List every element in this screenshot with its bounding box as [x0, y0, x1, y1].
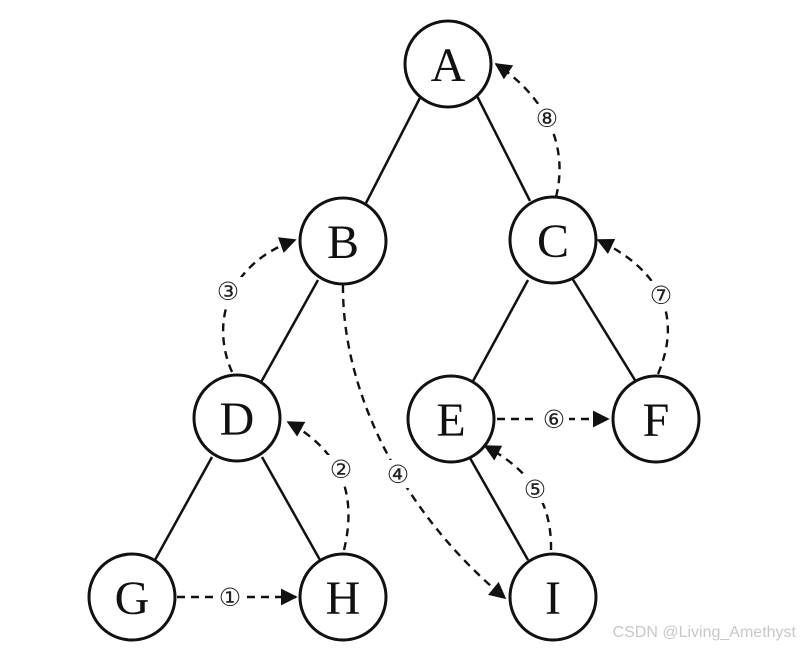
- node-a-label: A: [431, 39, 466, 92]
- thread-d-to-b: [221, 237, 297, 373]
- node-e: E: [406, 374, 496, 464]
- step-label-2: ②: [326, 455, 356, 484]
- step-label-5: ⑤: [520, 475, 550, 504]
- node-i-label: I: [545, 572, 561, 625]
- node-f-label: F: [643, 394, 670, 447]
- step-label-1: ①: [215, 583, 245, 612]
- node-c: C: [508, 195, 598, 285]
- edge-e-i: [468, 457, 530, 561]
- thread-i-to-e: [483, 444, 553, 551]
- node-g-label: G: [115, 572, 150, 625]
- thread-step-labels: ① ② ③ ④ ⑤ ⑥ ⑦ ⑧: [213, 104, 676, 612]
- node-b-label: B: [327, 216, 359, 269]
- thread-arrows: [177, 63, 670, 606]
- step-3-text: ③: [217, 277, 239, 306]
- node-d-label: D: [220, 393, 255, 446]
- step-label-8: ⑧: [532, 104, 562, 133]
- thread-b-to-i: [341, 284, 507, 600]
- step-5-text: ⑤: [524, 475, 546, 504]
- edge-a-c: [472, 89, 532, 202]
- node-e-label: E: [436, 394, 465, 447]
- tree-edges: [153, 89, 640, 561]
- step-6-text: ⑥: [543, 405, 565, 434]
- node-i: I: [508, 552, 598, 642]
- edge-b-d: [258, 279, 320, 385]
- step-7-text: ⑦: [650, 281, 672, 310]
- step-1-text: ①: [219, 583, 241, 612]
- step-label-4: ④: [383, 460, 413, 489]
- step-label-7: ⑦: [646, 281, 676, 310]
- watermark: CSDN @Living_Amethyst: [612, 624, 796, 641]
- edge-d-g: [153, 456, 214, 561]
- node-b: B: [298, 196, 388, 286]
- node-g: G: [87, 552, 177, 642]
- node-d: D: [192, 373, 282, 463]
- edge-a-b: [364, 89, 426, 204]
- node-f: F: [611, 374, 701, 464]
- step-4-text: ④: [387, 460, 409, 489]
- node-h-label: H: [326, 572, 361, 625]
- edge-d-h: [260, 456, 322, 561]
- step-2-text: ②: [330, 455, 352, 484]
- node-h: H: [298, 552, 388, 642]
- edge-c-f: [570, 277, 640, 386]
- node-c-label: C: [537, 215, 569, 268]
- node-a: A: [403, 19, 493, 109]
- tree-nodes: A B C D E F G H: [87, 19, 701, 642]
- thread-h-to-d: [286, 420, 350, 551]
- step-8-text: ⑧: [536, 104, 558, 133]
- edge-c-e: [470, 279, 530, 384]
- step-label-6: ⑥: [539, 405, 569, 434]
- step-label-3: ③: [213, 277, 243, 306]
